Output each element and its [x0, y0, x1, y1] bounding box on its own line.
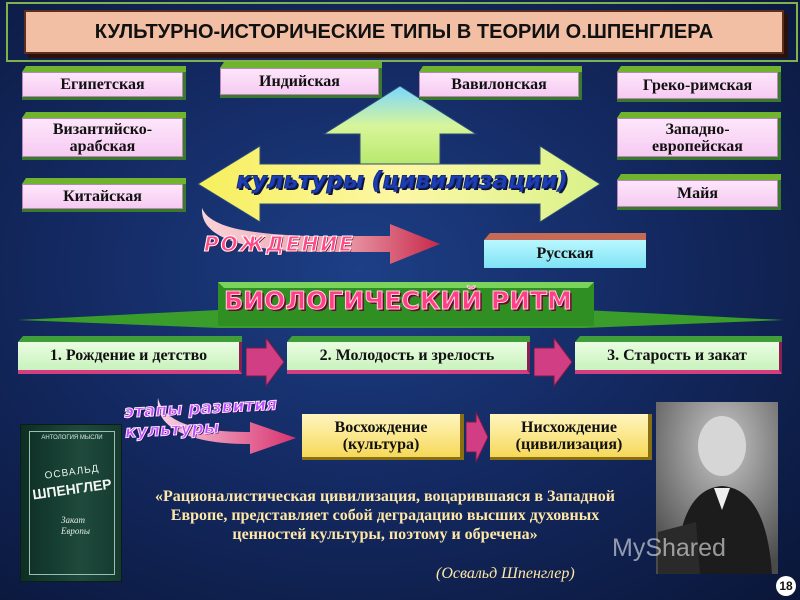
book-series: АНТОЛОГИЯ МЫСЛИ [41, 435, 103, 441]
culture-greco-roman: Греко-римская [617, 72, 781, 102]
book-title: Закат Европы [61, 515, 90, 536]
culture-egyptian: Египетская [22, 72, 186, 100]
stage-maturity: 2. Молодость и зрелость [287, 342, 530, 374]
culture-babylonian: Вавилонская [419, 72, 582, 100]
stage-decline: 3. Старость и закат [575, 342, 782, 374]
stage-arrow-1 [246, 338, 284, 388]
culture-maya: Майя [617, 180, 781, 210]
page-title: КУЛЬТУРНО-ИСТОРИЧЕСКИЕ ТИПЫ В ТЕОРИИ О.Ш… [24, 10, 784, 54]
phase-arrow [466, 411, 488, 463]
rhythm-banner [18, 282, 784, 328]
phase-ascent: Восхождение (культура) [302, 414, 464, 460]
culture-byzantine-arab: Византийско-арабская [22, 118, 186, 160]
author-portrait [656, 402, 778, 574]
quote-text: «Рационалистическая цивилизация, воцарив… [154, 488, 616, 543]
civilizations-arrow [197, 86, 601, 223]
watermark: MyShared [612, 534, 726, 562]
title-frame [6, 2, 798, 62]
development-arrow [157, 398, 296, 454]
phase-descent: Нисхождение (цивилизация) [490, 414, 652, 460]
rhythm-label: БИОЛОГИЧЕСКИЙ РИТМ [224, 286, 573, 316]
stage-childhood: 1. Рождение и детство [18, 342, 242, 374]
book-cover: АНТОЛОГИЯ МЫСЛИ ОСВАЛЬД ШПЕНГЛЕР Закат Е… [20, 424, 122, 582]
culture-russian: Русская [484, 240, 646, 268]
culture-chinese: Китайская [22, 184, 186, 212]
birth-label: РОЖДЕНИЕ [204, 232, 355, 257]
stage-arrow-2 [534, 338, 572, 388]
quote-author: (Освальд Шпенглер) [436, 565, 575, 582]
arrow-label: культуры (цивилизации) [236, 168, 569, 195]
culture-western-european: Западно-европейская [617, 118, 781, 160]
birth-arrow [201, 208, 440, 264]
page-number: 18 [776, 576, 796, 596]
culture-indian: Индийская [220, 68, 382, 98]
